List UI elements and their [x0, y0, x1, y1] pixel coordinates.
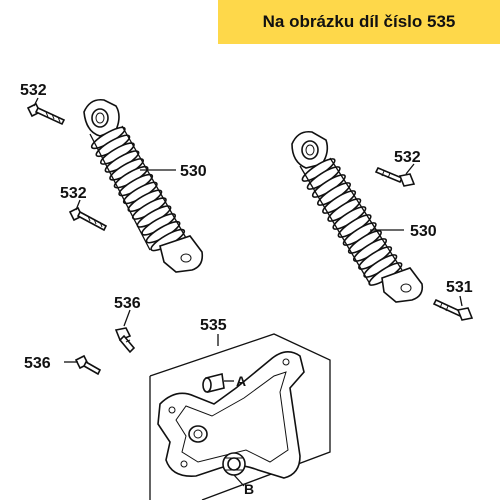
label-530-left: 530 [180, 163, 207, 180]
leader-lines [33, 97, 463, 363]
label-532-mid-left: 532 [60, 185, 87, 202]
bolt-532-mid-left [68, 206, 108, 232]
label-532-right: 532 [394, 149, 421, 166]
shock-absorber-left [83, 98, 204, 273]
label-536-upper: 536 [114, 295, 141, 312]
bolt-532-top-left [26, 102, 66, 126]
label-531: 531 [446, 279, 473, 296]
label-b: B [244, 481, 254, 497]
bolt-531 [432, 298, 474, 321]
bolt-532-right [374, 166, 416, 187]
label-530-right: 530 [410, 223, 437, 240]
bushing-a [202, 373, 234, 393]
part-number-banner: Na obrázku díl číslo 535 [218, 0, 500, 44]
label-532-top-left: 532 [20, 82, 47, 99]
label-535: 535 [200, 317, 227, 334]
bolt-536-upper [114, 327, 136, 354]
label-536-lower: 536 [24, 355, 51, 372]
bracket-535 [157, 351, 305, 479]
label-a: A [236, 373, 246, 389]
bolt-536-lower [74, 354, 102, 376]
shock-absorber-right [291, 130, 424, 303]
bearing-b [222, 452, 246, 487]
